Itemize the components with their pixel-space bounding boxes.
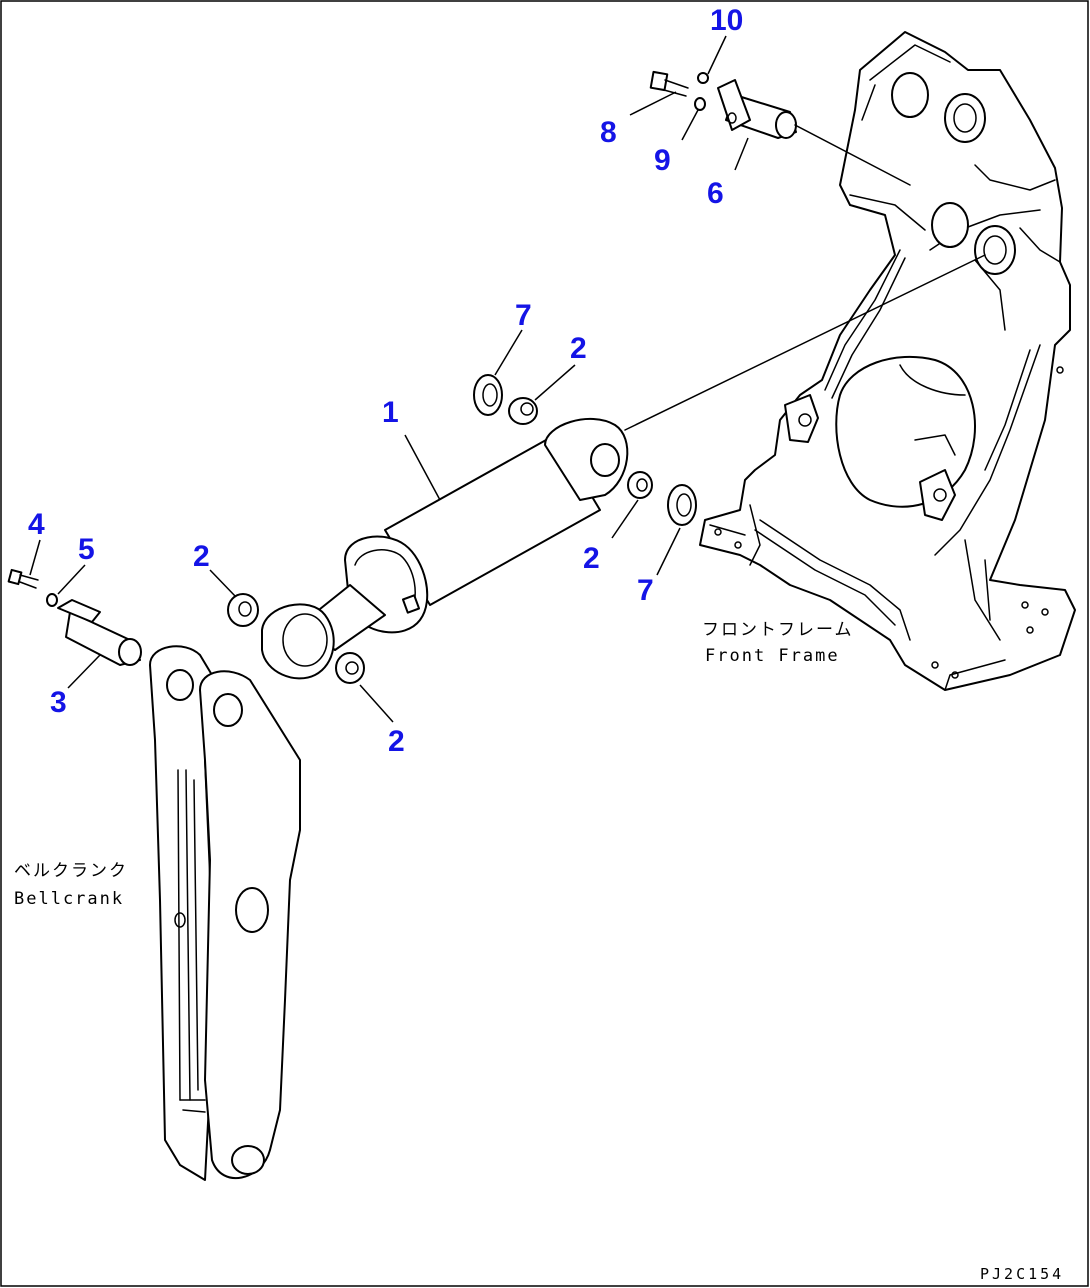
callout-2-upper: 2 [570, 332, 587, 365]
bushing-rod-right [335, 652, 365, 684]
bellcrank-pin-hole [166, 669, 194, 701]
bushing-rod-left [227, 593, 259, 627]
callout-2-right: 2 [583, 542, 600, 575]
callout-8: 8 [600, 116, 617, 149]
bolt-rod-end [7, 568, 39, 589]
callout-6: 6 [707, 177, 724, 210]
part-10 [697, 72, 709, 84]
shim-lower [667, 484, 697, 526]
callout-3: 3 [50, 686, 67, 719]
callout-4: 4 [28, 508, 45, 541]
callout-2-left: 2 [193, 540, 210, 573]
pin-rod-end [57, 599, 142, 666]
pin-head-end [717, 79, 797, 139]
callout-1: 1 [382, 396, 399, 429]
shim-upper [473, 374, 503, 416]
callout-10: 10 [710, 4, 743, 37]
frame-boss-top-right [944, 93, 986, 143]
callout-7-upper: 7 [515, 299, 532, 332]
frame-cylinder-mount [974, 225, 1016, 275]
callout-9: 9 [654, 144, 671, 177]
front-frame-label-en: Front Frame [705, 646, 840, 666]
axis-line-cylinder-frame [624, 254, 986, 431]
bellcrank [149, 645, 301, 1181]
callout-5: 5 [78, 533, 95, 566]
bolt-head-end [649, 70, 689, 97]
callout-2-lower: 2 [388, 725, 405, 758]
front-frame-label-jp: フロントフレーム [702, 620, 854, 640]
axis-line-pin-frame [794, 124, 911, 186]
bellcrank-label-en: Bellcrank [14, 889, 124, 909]
bushing-upper [508, 397, 538, 425]
drawing-code: PJ2C154 [980, 1265, 1064, 1283]
washer-rod-end [46, 593, 58, 607]
washer-head-end [694, 97, 706, 111]
callout-7-lower: 7 [637, 574, 654, 607]
front-frame [699, 31, 1076, 691]
bellcrank-label-jp: ベルクランク [14, 861, 128, 881]
bucket-cylinder [261, 417, 629, 680]
bushing-head-right [627, 471, 653, 499]
leader-lines [29, 35, 749, 723]
frame-boss-top-left [891, 72, 929, 118]
